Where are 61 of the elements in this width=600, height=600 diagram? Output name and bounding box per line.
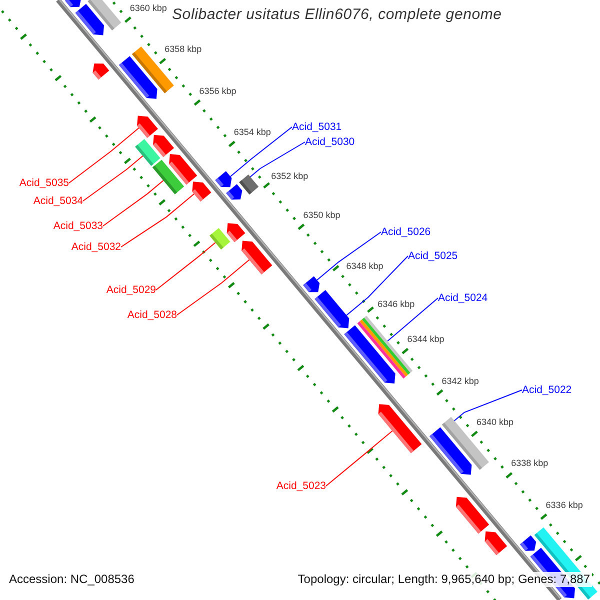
leader-line bbox=[176, 259, 250, 316]
gene-block bbox=[520, 535, 536, 551]
gene-block bbox=[215, 171, 232, 188]
scale-label: 6344 kbp bbox=[407, 334, 444, 345]
scale-label: 6360 kbp bbox=[130, 2, 167, 14]
gene-block bbox=[378, 404, 422, 454]
leader-line bbox=[316, 232, 382, 281]
scale-label: 6356 kbp bbox=[199, 86, 236, 96]
leader-line bbox=[102, 180, 164, 226]
gene-label: Acid_5032 bbox=[71, 241, 121, 253]
gene-label: Acid_5034 bbox=[33, 195, 83, 207]
scale-label: 6358 kbp bbox=[164, 44, 202, 56]
gene-label: Acid_5031 bbox=[292, 121, 342, 133]
scale-label: 6336 kbp bbox=[546, 500, 583, 511]
gene-label: Acid_5024 bbox=[438, 292, 488, 304]
scale-label: 6342 kbp bbox=[442, 376, 479, 386]
gene-block bbox=[303, 276, 320, 292]
genome-stats-text: Topology: circular; Length: 9,965,640 bp; Genes: 7,887 bbox=[296, 572, 592, 587]
gene-label: Acid_5033 bbox=[53, 220, 103, 232]
gene-label: Acid_5030 bbox=[305, 136, 355, 148]
leader-line bbox=[82, 155, 144, 202]
leader-line bbox=[387, 298, 438, 342]
map-title: Solibacter usitatus Ellin6076, complete genome bbox=[172, 6, 502, 24]
gene-block bbox=[192, 182, 212, 202]
scale-label: 6346 kbp bbox=[378, 298, 415, 310]
leader-line bbox=[250, 142, 306, 178]
gene-block bbox=[226, 223, 246, 242]
gene-block bbox=[314, 290, 350, 328]
scale-label: 6340 kbp bbox=[476, 416, 514, 428]
accession-text: Accession: NC_008536 bbox=[7, 572, 136, 587]
gene-block bbox=[153, 134, 174, 158]
gene-block bbox=[456, 496, 490, 534]
scale-label: 6352 kbp bbox=[271, 171, 308, 182]
category-bar bbox=[88, 0, 122, 30]
scale-label: 6354 kbp bbox=[234, 127, 271, 138]
gene-block bbox=[169, 154, 198, 185]
leader-line bbox=[454, 390, 522, 422]
gene-label: Acid_5035 bbox=[19, 177, 69, 189]
gene-block bbox=[65, 0, 82, 8]
leader-line bbox=[120, 193, 195, 248]
gene-label: Acid_5026 bbox=[381, 226, 431, 238]
gene-block bbox=[137, 116, 158, 138]
gene-label: Acid_5028 bbox=[127, 309, 177, 321]
leader-line bbox=[326, 430, 393, 486]
gene-label: Acid_5025 bbox=[408, 250, 458, 262]
category-bar bbox=[239, 174, 259, 194]
gene-label: Acid_5023 bbox=[276, 480, 326, 492]
scale-label: 6348 kbp bbox=[346, 261, 384, 272]
category-bar bbox=[210, 228, 230, 250]
scale-label: 6350 kbp bbox=[303, 210, 340, 221]
leader-line bbox=[156, 242, 216, 290]
leader-line bbox=[230, 126, 292, 177]
scale-label: 6338 kbp bbox=[511, 458, 548, 470]
gene-block bbox=[484, 531, 508, 556]
leader-line bbox=[68, 127, 140, 184]
gene-label: Acid_5022 bbox=[522, 384, 572, 396]
gene-label: Acid_5029 bbox=[106, 284, 156, 296]
gene-block bbox=[92, 64, 110, 80]
gene-block bbox=[226, 184, 242, 200]
leader-line bbox=[346, 256, 408, 316]
gene-block bbox=[242, 240, 272, 274]
